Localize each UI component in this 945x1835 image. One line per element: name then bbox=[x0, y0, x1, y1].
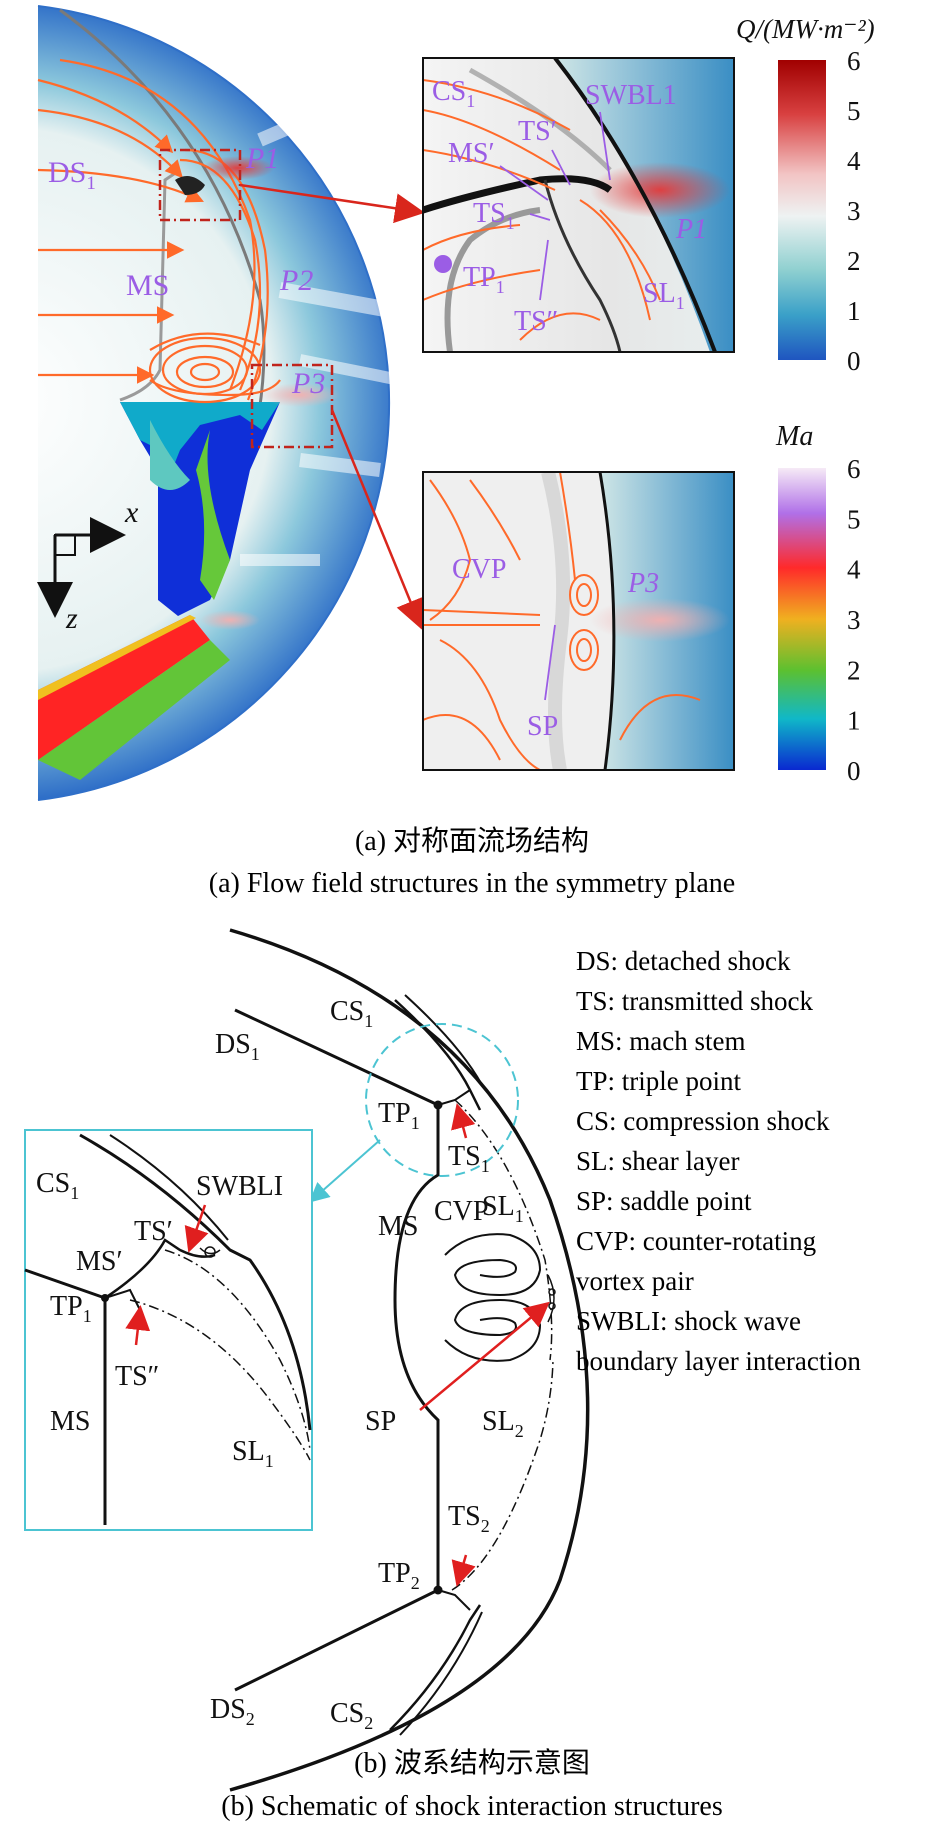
colorbar-q-title: Q/(MW·m⁻²) bbox=[736, 14, 875, 44]
lower-heating-spot bbox=[200, 610, 260, 630]
inset-bottom-cvp: CVP bbox=[452, 554, 506, 585]
legend-line: CVP: counter-rotating bbox=[576, 1226, 816, 1256]
schematic-inset-swbli: SWBLI bbox=[196, 1171, 283, 1202]
zoom-box-p3 bbox=[250, 363, 334, 449]
inset-bottom: CVP SP P3 bbox=[422, 471, 735, 771]
arrow-ts1 bbox=[451, 1103, 476, 1139]
label-ms: MS bbox=[126, 269, 169, 302]
schematic-inset-tp1: TP1 bbox=[50, 1291, 92, 1326]
label-b-tp2: TP2 bbox=[378, 1558, 420, 1593]
label-b-ts1: TS1 bbox=[448, 1141, 490, 1176]
schematic-inset-ts-dprime: TS″ bbox=[115, 1361, 159, 1392]
label-b-ms: MS bbox=[378, 1211, 418, 1242]
arrow-to-top-inset bbox=[239, 183, 425, 224]
inset-top-tp1: TP1 bbox=[463, 262, 505, 297]
colorbar-q-tick: 2 bbox=[847, 246, 861, 276]
shock-layer-outer-edge bbox=[37, 5, 391, 801]
inset-top-sl1: SL1 bbox=[643, 278, 685, 313]
colorbar-q-tick: 1 bbox=[847, 296, 861, 326]
shock-kernel-p1 bbox=[175, 176, 205, 195]
caption-b-en: (b) Schematic of shock interaction struc… bbox=[221, 1791, 723, 1822]
inset-bottom-p3: P3 bbox=[627, 568, 659, 599]
arrow-sp bbox=[419, 1301, 550, 1411]
schematic-inset: CS1 SWBLI TS′ MS′ TP1 TS″ MS SL1 bbox=[24, 1129, 313, 1531]
label-b-sl1: SL1 bbox=[482, 1191, 524, 1226]
legend-line: TP: triple point bbox=[576, 1066, 741, 1096]
legend-line: vortex pair bbox=[576, 1266, 694, 1296]
arrow-to-schematic-inset bbox=[309, 1139, 381, 1203]
legend-line: SL: shear layer bbox=[576, 1146, 739, 1176]
schematic-inset-ms-prime: MS′ bbox=[76, 1246, 123, 1277]
legend-line: MS: mach stem bbox=[576, 1026, 746, 1056]
colorbar-ma-tick: 1 bbox=[847, 706, 861, 736]
label-p2: P2 bbox=[279, 264, 313, 297]
panel-b-labels: CS1 DS1 TP1 TS1 MS SL1 CVP SP SL2 TS2 TP… bbox=[210, 996, 524, 1733]
label-b-ds1: DS1 bbox=[215, 1029, 260, 1064]
legend-line: SP: saddle point bbox=[576, 1186, 752, 1216]
label-b-cvp: CVP bbox=[434, 1196, 488, 1227]
colorbar-ma-title: Ma bbox=[775, 421, 813, 452]
label-b-ds2: DS2 bbox=[210, 1694, 255, 1729]
schematic-inset-ts-prime: TS′ bbox=[134, 1216, 173, 1247]
colorbar-ma-tick: 4 bbox=[847, 555, 861, 585]
schematic-inset-sl1: SL1 bbox=[232, 1436, 274, 1471]
legend-line: boundary layer interaction bbox=[576, 1346, 861, 1376]
label-b-sp: SP bbox=[365, 1406, 396, 1437]
triple-point-marker bbox=[434, 255, 452, 273]
legend-line: SWBLI: shock wave bbox=[576, 1306, 801, 1336]
inset-top-p1: P1 bbox=[675, 214, 707, 245]
colorbar-ma-tick: 5 bbox=[847, 504, 861, 534]
panel-a-flowfield: DS1 MS P1 P2 P3 x z bbox=[37, 5, 425, 801]
inset-top-ts1: TS1 bbox=[473, 198, 515, 233]
schematic-inset-ms: MS bbox=[50, 1406, 90, 1437]
label-b-ts2: TS2 bbox=[448, 1501, 490, 1536]
colorbar-q-tick: 6 bbox=[847, 46, 861, 76]
colorbar-q-tick: 4 bbox=[847, 146, 861, 176]
schematic-inset-cs1: CS1 bbox=[36, 1168, 79, 1203]
colorbar-ma-tick: 6 bbox=[847, 454, 861, 484]
arrow-ts2 bbox=[451, 1554, 476, 1587]
label-p3: P3 bbox=[291, 367, 325, 400]
colorbar-ma-tick: 0 bbox=[847, 756, 861, 786]
inset-bottom-sp: SP bbox=[527, 711, 558, 742]
label-b-tp1: TP1 bbox=[378, 1098, 420, 1133]
inset-top-swbl: SWBL1 bbox=[585, 80, 677, 111]
legend-line: CS: compression shock bbox=[576, 1106, 830, 1136]
caption-a-cn: (a) 对称面流场结构 bbox=[355, 825, 589, 857]
label-ds1: DS1 bbox=[48, 156, 96, 194]
colorbar-ma-tick: 2 bbox=[847, 655, 861, 685]
colorbar-ma: Ma 6 5 4 3 2 1 0 bbox=[775, 421, 861, 786]
caption-b-cn: (b) 波系结构示意图 bbox=[354, 1747, 590, 1779]
colorbar-q: Q/(MW·m⁻²) 6 5 4 3 2 1 0 bbox=[736, 14, 875, 376]
label-b-cs2: CS2 bbox=[330, 1698, 373, 1733]
colorbar-q-tick: 0 bbox=[847, 346, 861, 376]
colorbar-q-tick: 3 bbox=[847, 196, 861, 226]
zoom-circle-tp1 bbox=[365, 1023, 519, 1177]
label-b-cs1: CS1 bbox=[330, 996, 373, 1031]
inset-top: CS1 SWBL1 TS′ MS′ TS1 TP1 TS″ SL1 P1 bbox=[422, 57, 735, 353]
colorbar-q-tick: 5 bbox=[847, 96, 861, 126]
inset-top-ts-dprime: TS″ bbox=[514, 306, 558, 337]
axis-x-label: x bbox=[124, 496, 139, 529]
heating-streaks bbox=[240, 103, 402, 566]
p1-heating-spot bbox=[202, 156, 274, 180]
inset-top-ts-prime: TS′ bbox=[518, 116, 557, 147]
label-p1: P1 bbox=[245, 142, 279, 175]
axis-indicator: x z bbox=[37, 496, 139, 635]
axis-z-label: z bbox=[65, 602, 78, 635]
legend-line: TS: transmitted shock bbox=[576, 986, 813, 1016]
p3-heating-spot bbox=[260, 383, 340, 407]
mach-section bbox=[38, 402, 280, 780]
caption-a-en: (a) Flow field structures in the symmetr… bbox=[209, 868, 735, 899]
label-b-sl2: SL2 bbox=[482, 1406, 524, 1441]
inset-top-cs1: CS1 bbox=[432, 76, 475, 111]
colorbar-ma-tick: 3 bbox=[847, 605, 861, 635]
legend-line: DS: detached shock bbox=[576, 946, 791, 976]
inset-top-ms-prime: MS′ bbox=[448, 138, 495, 169]
arrow-to-bottom-inset bbox=[330, 409, 425, 630]
